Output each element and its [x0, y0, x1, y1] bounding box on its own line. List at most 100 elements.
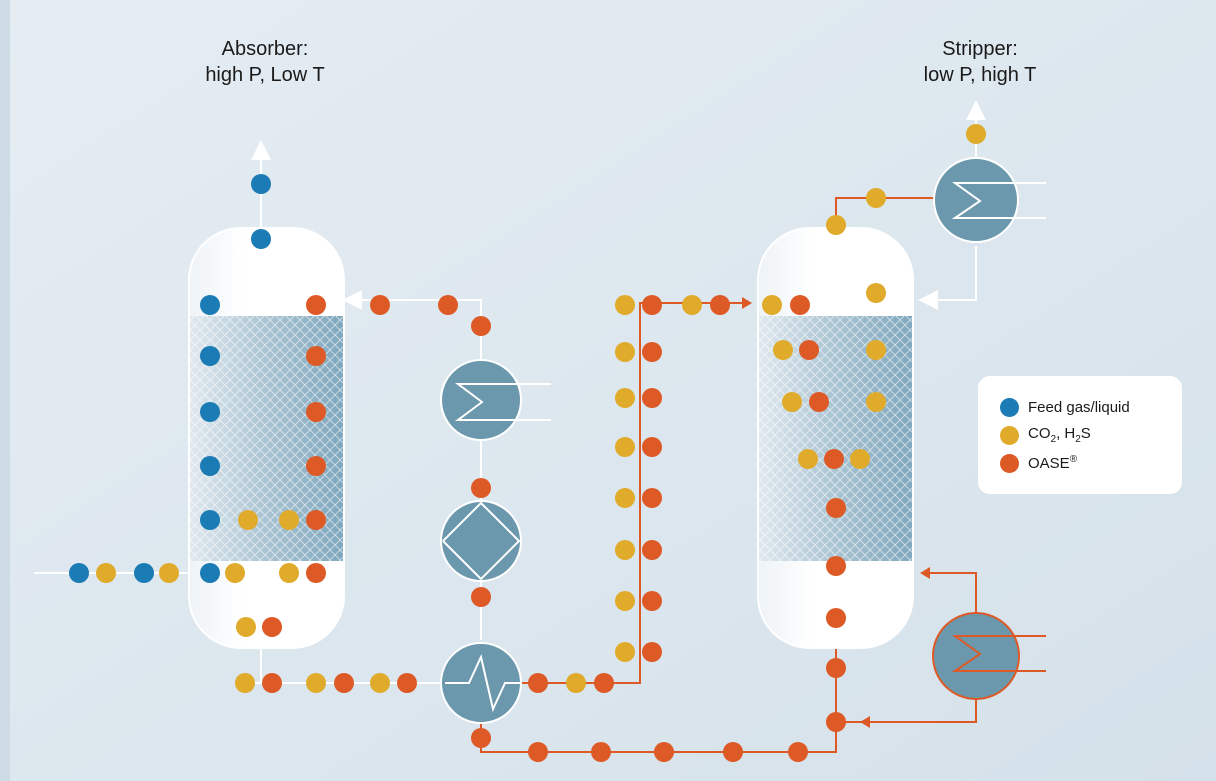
legend-item-feed: Feed gas/liquid [1000, 396, 1130, 418]
feed-dot-icon [1000, 397, 1019, 417]
legend-item-oase: OASE® [1000, 452, 1077, 474]
particle-co2-h2s [235, 673, 255, 693]
particle-feed [251, 229, 271, 249]
particle-co2-h2s [866, 340, 886, 360]
legend-oase-label: OASE® [1028, 454, 1078, 472]
particle-oase [471, 478, 491, 498]
particle-oase [790, 295, 810, 315]
particle-oase [306, 402, 326, 422]
particle-oase [306, 295, 326, 315]
particle-oase [306, 346, 326, 366]
particle-feed [200, 295, 220, 315]
legend-item-co2-h2s: CO2, H2S [1000, 424, 1091, 446]
legend-co2-label: CO2, H2S [1028, 425, 1091, 445]
particle-oase [826, 608, 846, 628]
particle-oase [642, 591, 662, 611]
particle-feed [200, 563, 220, 583]
particle-co2-h2s [615, 437, 635, 457]
particle-feed [200, 346, 220, 366]
particle-feed [200, 402, 220, 422]
particle-co2-h2s [615, 488, 635, 508]
particle-co2-h2s [225, 563, 245, 583]
stream-particles [69, 124, 986, 762]
particle-oase [642, 342, 662, 362]
particle-oase [642, 540, 662, 560]
legend-feed-label: Feed gas/liquid [1028, 398, 1130, 416]
particle-oase [642, 488, 662, 508]
particle-oase [809, 392, 829, 412]
particle-oase [471, 587, 491, 607]
particle-oase [262, 673, 282, 693]
particle-co2-h2s [615, 540, 635, 560]
particle-oase [528, 742, 548, 762]
oase-dot-icon [1000, 453, 1019, 473]
particle-feed [200, 510, 220, 530]
particle-oase [826, 658, 846, 678]
particle-co2-h2s [615, 591, 635, 611]
stripper-title-line2: low P, high T [923, 64, 1037, 86]
particle-oase [642, 437, 662, 457]
particle-oase [642, 295, 662, 315]
particle-co2-h2s [866, 188, 886, 208]
particle-co2-h2s [615, 342, 635, 362]
particle-oase [788, 742, 808, 762]
particle-feed [200, 456, 220, 476]
particle-co2-h2s [850, 449, 870, 469]
particle-co2-h2s [615, 388, 635, 408]
co2-dot-icon [1000, 425, 1019, 445]
stripper-title-line1: Stripper: [942, 38, 1018, 60]
particle-feed [69, 563, 89, 583]
particle-co2-h2s [279, 510, 299, 530]
particle-oase [370, 295, 390, 315]
particle-co2-h2s [238, 510, 258, 530]
particle-oase [654, 742, 674, 762]
particle-oase [471, 316, 491, 336]
particle-oase [826, 498, 846, 518]
particle-co2-h2s [566, 673, 586, 693]
particle-oase [594, 673, 614, 693]
particle-oase [799, 340, 819, 360]
particle-oase [397, 673, 417, 693]
lean-pump [440, 500, 522, 582]
particle-oase [306, 510, 326, 530]
particle-oase [591, 742, 611, 762]
particle-co2-h2s [279, 563, 299, 583]
particle-oase [826, 556, 846, 576]
lean-cooler [440, 359, 532, 441]
particle-oase [438, 295, 458, 315]
legend: Feed gas/liquid CO2, H2S OASE® [978, 376, 1182, 494]
particle-oase [723, 742, 743, 762]
particle-co2-h2s [682, 295, 702, 315]
lean-rich-heat-exchanger [440, 642, 522, 724]
particle-co2-h2s [798, 449, 818, 469]
particle-oase [710, 295, 730, 315]
particle-feed [134, 563, 154, 583]
particle-oase [262, 617, 282, 637]
particle-oase [824, 449, 844, 469]
absorber-title-line1: Absorber: [221, 38, 309, 60]
absorber-title-line2: high P, Low T [205, 64, 325, 86]
stripper-column [757, 227, 914, 649]
particle-co2-h2s [782, 392, 802, 412]
particle-co2-h2s [96, 563, 116, 583]
particle-oase [306, 456, 326, 476]
particle-co2-h2s [866, 392, 886, 412]
left-edge-band [0, 0, 10, 781]
particle-oase [471, 728, 491, 748]
absorber-column [188, 227, 345, 649]
particle-oase [826, 712, 846, 732]
particle-co2-h2s [866, 283, 886, 303]
particle-oase [306, 563, 326, 583]
stripper-title: Stripper: low P, high T [890, 36, 1070, 88]
particle-co2-h2s [773, 340, 793, 360]
particle-feed [251, 174, 271, 194]
particle-co2-h2s [826, 215, 846, 235]
particle-oase [528, 673, 548, 693]
particle-co2-h2s [306, 673, 326, 693]
overhead-condenser [933, 157, 1026, 243]
particle-co2-h2s [236, 617, 256, 637]
particle-oase [642, 388, 662, 408]
particle-co2-h2s [615, 295, 635, 315]
particle-co2-h2s [159, 563, 179, 583]
